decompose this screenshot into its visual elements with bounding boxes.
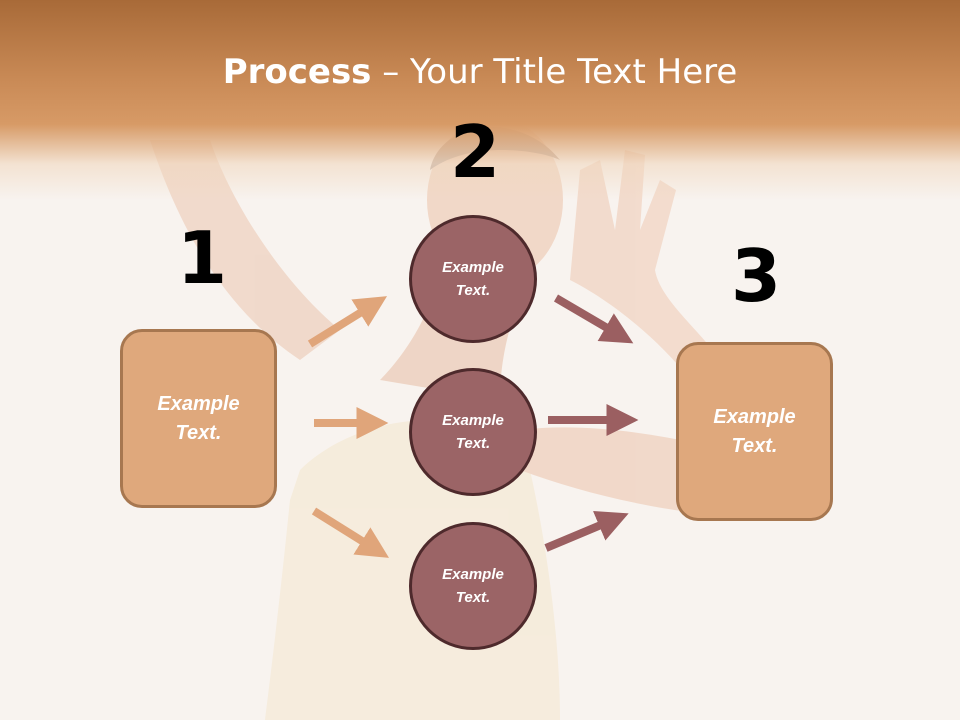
arrow-bottom-to-3 — [544, 510, 629, 552]
arrow-top-to-3 — [553, 294, 634, 344]
step-number-2: 2 — [450, 110, 501, 194]
step-2-circle-top: Example Text. — [409, 215, 537, 343]
arrow-1-to-top — [307, 296, 388, 348]
step-2-circle-bottom: Example Text. — [409, 522, 537, 650]
step-3-text: Example Text. — [713, 405, 796, 457]
arrow-1-to-bottom — [311, 507, 389, 558]
step-1-text: Example Text. — [157, 392, 240, 444]
step-number-1: 1 — [177, 216, 228, 300]
circle-top-text: Example Text. — [442, 259, 504, 299]
step-1-box: Example Text. — [120, 329, 277, 508]
step-3-box: Example Text. — [676, 342, 833, 521]
title-rest: – Your Title Text Here — [371, 52, 738, 92]
step-number-3: 3 — [731, 234, 782, 318]
circle-middle-text: Example Text. — [442, 412, 504, 452]
slide-title: Process – Your Title Text Here — [0, 52, 960, 92]
header-band — [0, 0, 960, 200]
step-2-circle-middle: Example Text. — [409, 368, 537, 496]
circle-bottom-text: Example Text. — [442, 566, 504, 606]
title-bold: Process — [222, 52, 372, 92]
